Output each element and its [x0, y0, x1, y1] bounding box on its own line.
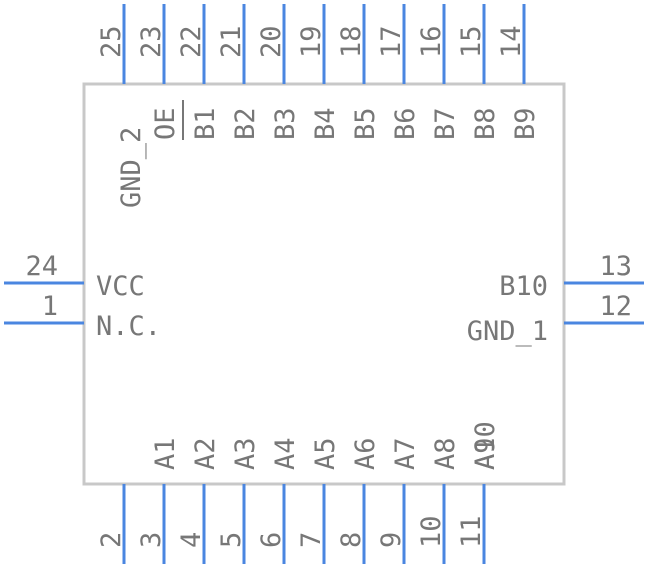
- pin-number: 15: [456, 25, 487, 58]
- bottom-pin: 8 A6: [336, 437, 381, 564]
- bottom-pin: 5 A3: [216, 437, 261, 564]
- pin-label-a10: A10: [470, 421, 501, 470]
- pin-label: B9: [510, 107, 541, 140]
- pin-number: 19: [296, 25, 327, 58]
- pin-number: 16: [416, 25, 447, 58]
- pin-label: B6: [390, 107, 421, 140]
- bottom-pin: 2: [96, 484, 127, 564]
- bottom-pin: 7 A5: [296, 437, 341, 564]
- pin-number: 5: [216, 532, 247, 548]
- pin-number: 18: [336, 25, 367, 58]
- pin-number: 21: [216, 25, 247, 58]
- pin-label: A1: [150, 437, 181, 470]
- right-pin-b10: 13 B10: [499, 251, 644, 302]
- pin-label: B8: [470, 107, 501, 140]
- pin-number: 8: [336, 532, 367, 548]
- pin-number: 6: [256, 532, 287, 548]
- pin-number-13: 13: [599, 251, 632, 282]
- pin-label: B1: [190, 107, 221, 140]
- pin-number: 4: [176, 532, 207, 548]
- bottom-pin: 11 A9: [456, 437, 501, 564]
- pin-label-gnd1: GND_1: [467, 316, 548, 347]
- pin-number-1: 1: [42, 291, 58, 322]
- pin-label-nc: N.C.: [96, 311, 161, 342]
- pin-label: A6: [350, 437, 381, 470]
- pin-number: 23: [136, 25, 167, 58]
- pin-label: B4: [310, 107, 341, 140]
- pin-number: 2: [96, 532, 127, 548]
- pin-label-vcc: VCC: [96, 271, 145, 302]
- pin-label: A7: [390, 437, 421, 470]
- pin-label-b10: B10: [499, 271, 548, 302]
- pin-number: 11: [456, 515, 487, 548]
- pin-number: 3: [136, 532, 167, 548]
- pin-label: B5: [350, 107, 381, 140]
- right-pin-gnd1: 12 GND_1: [467, 291, 644, 347]
- left-pin-nc: 1 N.C.: [4, 291, 161, 342]
- bottom-pin: 6 A4: [256, 437, 301, 564]
- pin-number: 20: [256, 25, 287, 58]
- bottom-pin: 10 A8: [416, 437, 461, 564]
- pin-number: 10: [416, 515, 447, 548]
- left-pin-vcc: 24 VCC: [4, 251, 145, 302]
- pin-number: 22: [176, 25, 207, 58]
- pin-number: 17: [376, 25, 407, 58]
- pin-number: 9: [376, 532, 407, 548]
- pin-label: A8: [430, 437, 461, 470]
- pin-label: A3: [230, 437, 261, 470]
- pin-label: GND_2: [116, 127, 147, 208]
- bottom-pin: 4 A2: [176, 437, 221, 564]
- pin-number-12: 12: [599, 291, 632, 322]
- pin-number: 14: [496, 25, 527, 58]
- pin-number: 25: [96, 25, 127, 58]
- pin-label: B7: [430, 107, 461, 140]
- top-pin-group: 25GND_223OE22B121B220B319B418B517B616B71…: [96, 4, 541, 208]
- pin-label: B3: [270, 107, 301, 140]
- pin-number-24: 24: [25, 251, 58, 282]
- pin-label: OE: [150, 107, 181, 140]
- pin-label: A9: [470, 437, 501, 470]
- pin-label: A4: [270, 437, 301, 470]
- bottom-pin: 3 A1: [136, 437, 181, 564]
- bottom-pin: 9 A7: [376, 437, 421, 564]
- pin-label: A5: [310, 437, 341, 470]
- pin-label: B2: [230, 107, 261, 140]
- pin-label: A2: [190, 437, 221, 470]
- pin-number: 7: [296, 532, 327, 548]
